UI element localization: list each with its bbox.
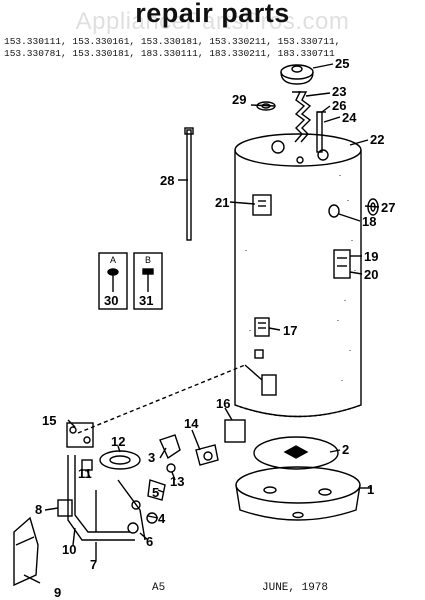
callout-4: 4 — [158, 511, 166, 526]
model-line-1: 153.330111, 153.330161, 153.330181, 153.… — [4, 36, 341, 47]
callout-7: 7 — [90, 557, 97, 572]
callout-11: 11 — [78, 466, 92, 481]
page-number: A5 — [152, 582, 166, 594]
callout-12: 12 — [111, 434, 125, 449]
burner-head — [253, 436, 339, 470]
dip-tube — [184, 127, 194, 241]
callout-1: 1 — [367, 482, 374, 497]
callout-3: 3 — [148, 450, 155, 465]
model-line-2: 153.330781, 153.330181, 183.330111, 183.… — [4, 48, 335, 59]
print-date: JUNE, 1978 — [262, 582, 329, 594]
callout-27: 27 — [381, 200, 395, 215]
callout-2: 2 — [342, 442, 349, 457]
flue-baffle — [292, 91, 312, 143]
callout-18: 18 — [362, 214, 376, 229]
callout-6: 6 — [146, 534, 153, 549]
callout-9: 9 — [54, 585, 61, 600]
callout-13: 13 — [170, 474, 184, 489]
callout-22: 22 — [370, 132, 384, 147]
model-numbers: 153.330111, 153.330161, 153.330181, 153.… — [4, 36, 424, 60]
callout-15: 15 — [42, 413, 56, 428]
callout-24: 24 — [342, 110, 357, 125]
burner-pan — [235, 466, 361, 521]
callout-25: 25 — [335, 56, 349, 71]
callout-17: 17 — [283, 323, 297, 338]
callout-8: 8 — [35, 502, 42, 517]
page-title: repair parts — [135, 0, 290, 28]
draft-hood — [280, 64, 314, 85]
callout-10: 10 — [62, 542, 76, 557]
inset-a-letter: A — [110, 255, 116, 265]
callout-5: 5 — [152, 485, 159, 500]
inset-a-number: 30 — [104, 293, 118, 308]
callout-19: 19 — [364, 249, 378, 264]
callout-16: 16 — [216, 396, 230, 411]
callout-20: 20 — [364, 267, 378, 282]
callout-26: 26 — [332, 98, 346, 113]
callout-23: 23 — [332, 84, 346, 99]
callout-28: 28 — [160, 173, 174, 188]
inset-b-number: 31 — [139, 293, 153, 308]
callout-29: 29 — [232, 92, 246, 107]
callout-14: 14 — [184, 416, 199, 431]
inset-b-letter: B — [145, 255, 151, 265]
callout-21: 21 — [215, 195, 229, 210]
tank-body — [234, 133, 362, 418]
